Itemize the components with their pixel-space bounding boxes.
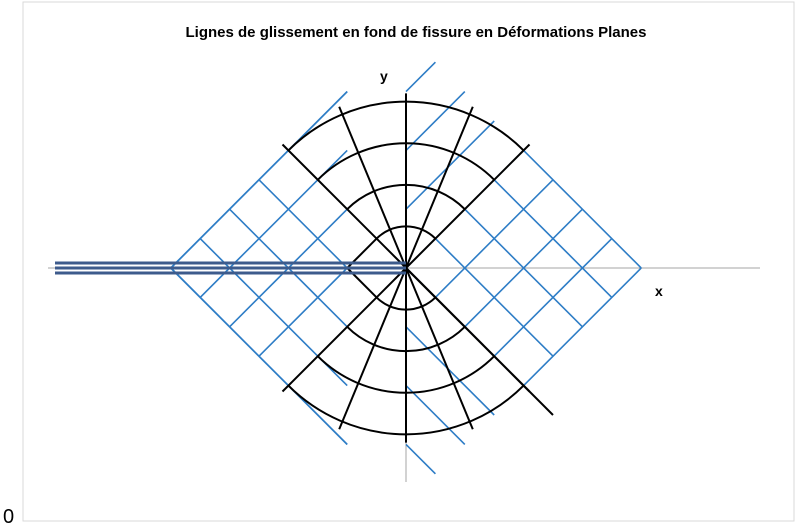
fan-ray-lower	[281, 267, 407, 393]
slip-line-left-lower-anti	[229, 267, 289, 328]
slip-line-right-diag-up	[405, 91, 466, 151]
slip-line-right-diag-down	[405, 326, 495, 416]
diagram-title: Lignes de glissement en fond de fissure …	[186, 24, 647, 41]
fan-arc-upper	[287, 100, 525, 152]
crack	[55, 261, 406, 275]
slip-line-left-upper-anti	[229, 208, 289, 269]
black-slip-lines	[281, 93, 554, 443]
fan-arc-lower	[375, 296, 437, 311]
slip-line-right-diag-down	[405, 443, 436, 475]
slip-line-right-diag-down	[434, 238, 554, 357]
fan-ray-upper	[281, 143, 407, 269]
fan-ray-upper	[405, 143, 531, 269]
fan-ray-lower	[405, 267, 474, 430]
fan-arc-lower	[346, 326, 466, 353]
y-axis-label: y	[380, 68, 388, 84]
slip-line-right-diag-down	[464, 208, 583, 328]
slip-line-left-upper-edge	[170, 91, 348, 269]
slip-line-left-lower-anti	[258, 267, 348, 357]
fan-arc-upper	[375, 225, 437, 240]
origin-label: 0	[3, 506, 14, 525]
fan-arc-lower	[317, 355, 495, 394]
slip-line-right-diag-up	[405, 120, 495, 210]
slip-line-right-diag-down	[493, 179, 613, 298]
slip-line-left-lower-edge	[170, 267, 348, 445]
slip-line-right-diag-down	[523, 149, 642, 269]
fan-arc-upper	[317, 142, 495, 181]
x-axis-label: x	[655, 283, 663, 299]
fan-ray-upper	[405, 106, 474, 269]
slip-line-right-diag-down	[405, 385, 466, 445]
fan-ray-upper	[338, 106, 407, 269]
slip-line-right-diag-up	[405, 61, 436, 93]
fan-arc-lower	[287, 384, 525, 436]
fan-arc-upper	[346, 183, 466, 210]
fan-ray-lower	[338, 267, 407, 430]
slip-line-left-upper-anti	[258, 179, 348, 269]
fan-diag-lower-right	[405, 267, 554, 416]
